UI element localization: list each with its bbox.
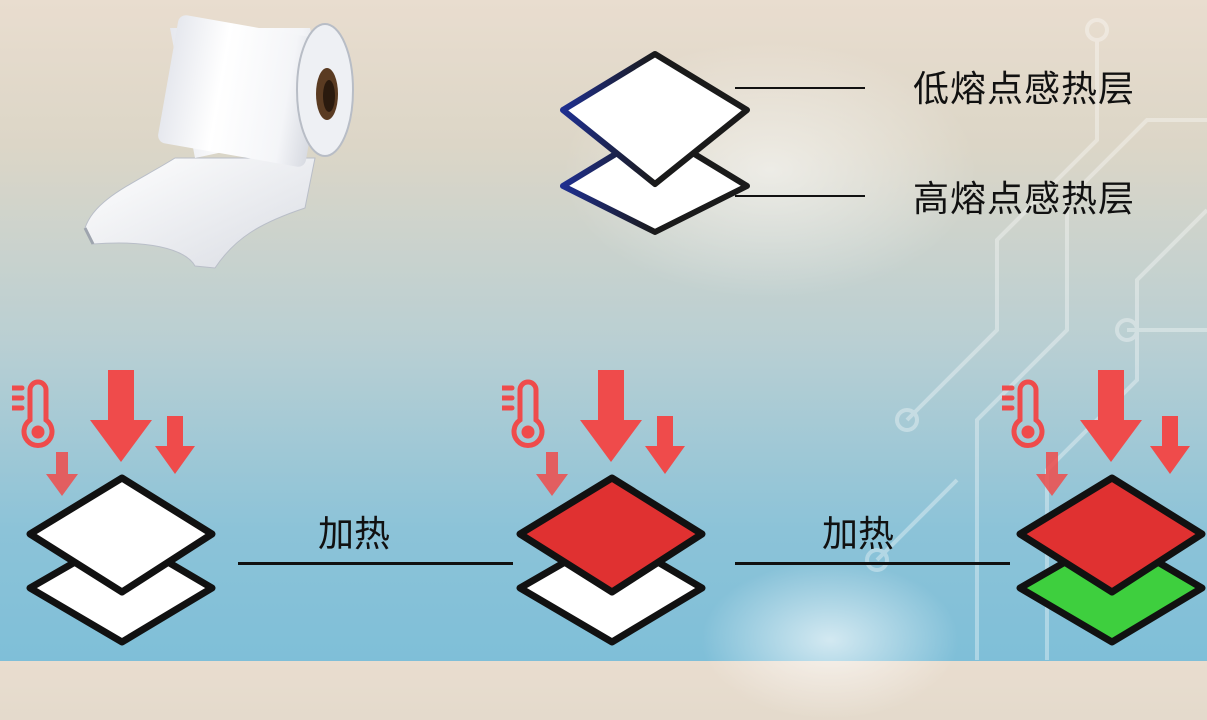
paper-roll-icon — [83, 15, 354, 269]
stage-heated-twice — [999, 370, 1207, 661]
circuit-pattern-background — [865, 18, 1207, 660]
thermometer-icon — [499, 379, 545, 448]
layer-legend-diagram — [560, 51, 750, 235]
leader-line-bottom — [735, 195, 865, 197]
top-layer-label: 低熔点感热层 — [913, 69, 1136, 110]
stage-unheated — [9, 370, 217, 661]
step-label-heat-2: 加热 — [822, 514, 895, 555]
legend-top-layer — [560, 51, 750, 187]
down-arrow-icon — [1036, 370, 1190, 496]
stage-heated-once — [499, 370, 707, 661]
thermometer-icon — [9, 379, 55, 448]
thermometer-icon — [999, 379, 1045, 448]
bottom-layer-label: 高熔点感热层 — [913, 179, 1136, 220]
process-line-2 — [735, 562, 1010, 565]
top-layer — [26, 474, 216, 596]
process-line-1 — [238, 562, 513, 565]
step-label-heat-1: 加热 — [318, 514, 391, 555]
top-layer — [516, 474, 706, 596]
leader-line-top — [735, 87, 865, 89]
top-layer — [1016, 474, 1206, 596]
down-arrow-icon — [46, 370, 195, 496]
down-arrow-icon — [536, 370, 685, 496]
